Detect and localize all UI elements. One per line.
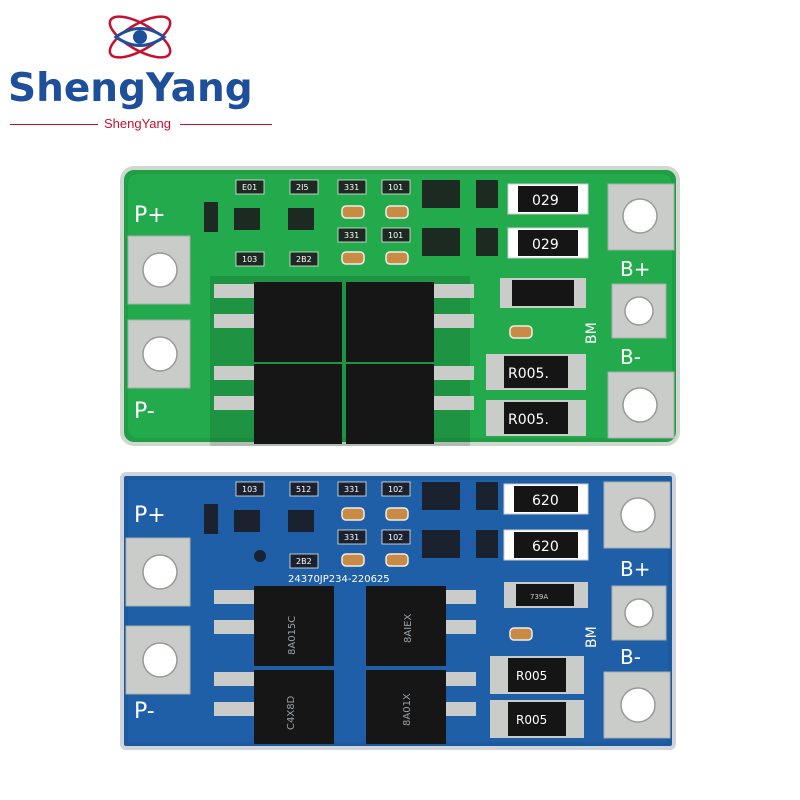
smd-blue-2: 512 [296, 485, 311, 494]
svg-text:739A: 739A [530, 593, 548, 601]
smd-label-8: 103 [242, 255, 257, 264]
label-p-minus-blue: P- [134, 699, 155, 724]
label-b-plus-blue: B+ [620, 557, 650, 581]
svg-text:R005.: R005. [508, 366, 549, 382]
smd-label-3: 331 [344, 183, 359, 192]
resistor-029-bottom: 029 [507, 227, 589, 259]
smd-blue-5: 331 [344, 533, 359, 542]
smd-blue-6: 102 [388, 533, 403, 542]
brand-divider-left [10, 124, 98, 125]
pad-b-plus-top [607, 183, 675, 251]
diode-739a: 739A [504, 582, 588, 608]
smd-label-6: 101 [388, 231, 403, 240]
smd-label-4: 101 [388, 183, 403, 192]
pad-bm-blue [611, 585, 667, 641]
brand-logo: ShengYang ShengYang [0, 0, 290, 140]
label-bm-blue: BM [584, 626, 600, 648]
smd-blue-4: 102 [388, 485, 403, 494]
mosfet-label-2: 8AIEX [403, 614, 414, 643]
blue-pcb-board: P+ P- B+ B- BM 24370JP234-220625 103 512… [120, 472, 676, 750]
mosfet-array [210, 276, 474, 446]
label-p-plus: P+ [134, 203, 166, 228]
smd-label-1: E01 [242, 183, 257, 192]
pad-p-plus-blue [125, 537, 191, 607]
pad-bm [611, 283, 667, 339]
mosfet-label-3: C4X8D [286, 695, 297, 730]
svg-text:620: 620 [532, 493, 559, 509]
pad-p-minus [127, 319, 191, 389]
pad-p-plus [127, 235, 191, 305]
board-serial: 24370JP234-220625 [288, 574, 390, 585]
green-pcb-board: P+ P- B+ B- BM E01 2I5 331 101 331 101 2… [120, 166, 680, 446]
eye-orbit-logo-icon [108, 15, 172, 59]
label-b-minus-blue: B- [620, 645, 641, 669]
pad-p-minus-blue [125, 625, 191, 695]
smd-blue-3: 331 [344, 485, 359, 494]
pad-b-minus-blue [603, 671, 671, 739]
brand-subtitle: ShengYang [104, 116, 171, 131]
label-p-plus-blue: P+ [134, 503, 166, 528]
smd-blue-7: 2B2 [296, 557, 312, 566]
resistor-r005-top: R005. [486, 354, 586, 390]
mosfet-label-1: 8A015C [287, 616, 298, 655]
smd-label-2: 2I5 [296, 183, 309, 192]
diode [500, 278, 586, 308]
resistor-r005-bottom-blue: R005 [490, 700, 584, 738]
label-bm: BM [584, 322, 600, 344]
mosfet-label-4: 8A01X [402, 693, 413, 726]
label-b-plus: B+ [620, 257, 650, 281]
pad-b-plus-blue [603, 481, 671, 549]
label-p-minus: P- [134, 399, 155, 424]
smd-label-5: 331 [344, 231, 359, 240]
smd-label-7: 2B2 [296, 255, 312, 264]
svg-text:R005: R005 [516, 669, 547, 683]
resistor-620-bottom: 620 [503, 529, 589, 561]
svg-text:R005.: R005. [508, 412, 549, 428]
brand-divider-right [180, 124, 272, 125]
resistor-029-top: 029 [507, 183, 589, 215]
svg-text:029: 029 [532, 193, 559, 209]
smd-blue-1: 103 [242, 485, 257, 494]
mosfet-array-blue: 8A015C 8AIEX C4X8D 8A01X [214, 586, 476, 744]
svg-text:620: 620 [532, 539, 559, 555]
resistor-r005-bottom: R005. [486, 400, 586, 436]
resistor-r005-top-blue: R005 [490, 656, 584, 694]
brand-name: ShengYang [8, 66, 253, 111]
label-b-minus: B- [620, 345, 641, 369]
svg-text:029: 029 [532, 237, 559, 253]
resistor-620-top: 620 [503, 483, 589, 515]
svg-text:R005: R005 [516, 713, 547, 727]
pad-b-minus [607, 371, 675, 439]
